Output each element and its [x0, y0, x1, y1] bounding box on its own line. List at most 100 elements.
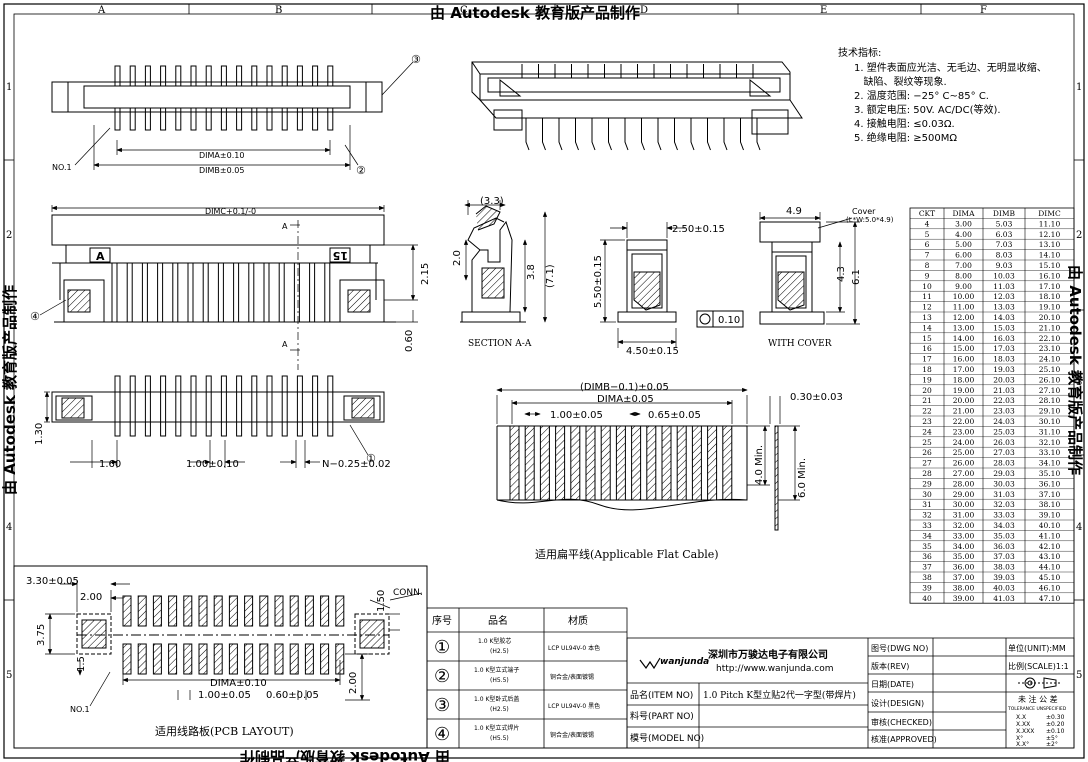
bottom-pin	[312, 375, 319, 437]
dim-table-cell: 26.03	[993, 438, 1015, 447]
bottom-pin	[160, 375, 167, 437]
front-h-060: 0.60	[404, 330, 415, 352]
dim-table-cell: 30.10	[1039, 417, 1061, 426]
dim-table-cell: 18.10	[1039, 292, 1061, 301]
dim-table-cell: 10.00	[953, 292, 975, 301]
callout-1: ①	[366, 452, 376, 465]
row-label: 5	[1076, 670, 1082, 681]
front-pin	[293, 262, 300, 323]
pcb-pad	[244, 595, 254, 627]
top-pin	[281, 107, 288, 131]
iso-pin	[641, 118, 645, 151]
dim-table-cell: 35	[922, 542, 932, 551]
dim-table-cell: 33.10	[1039, 448, 1061, 457]
bottom-pin-width: N−0.25±0.02	[322, 459, 391, 470]
dim-table-cell: 18.03	[993, 355, 1015, 364]
dim-table-cell: 42.10	[1039, 542, 1061, 551]
top-dim-a: DIMA±0.10	[199, 151, 244, 160]
dim-table-cell: 6.00	[955, 251, 972, 260]
title-block-text: wanjunda 深圳市万骏达电子有限公司 http://www.wanjund…	[630, 643, 1069, 748]
section-mark-top: A	[282, 222, 288, 231]
dim-table-cell: 28	[922, 469, 932, 478]
col-label: E	[820, 5, 827, 16]
dim-table-cell: 11	[922, 292, 932, 301]
top-pin	[327, 107, 334, 131]
cover-w49: 4.9	[786, 206, 802, 217]
bom-header: 品名	[488, 614, 508, 627]
top-pin	[144, 107, 151, 131]
specs-line: 5. 绝缘电阻: ≥500MΩ	[854, 131, 957, 144]
top-view	[51, 65, 383, 131]
front-pin	[172, 262, 179, 323]
dim-table-cell: 14.03	[993, 313, 1015, 322]
top-pin	[327, 65, 334, 87]
dim-table-cell: 9.00	[955, 282, 972, 291]
top-pin	[190, 107, 197, 131]
iso-view	[471, 61, 803, 151]
col-label: F	[980, 5, 987, 16]
watermark-bottom: 由 Autodesk 教育版产品制作	[240, 748, 450, 762]
iso-pin	[575, 118, 579, 151]
front-pin	[187, 262, 194, 323]
bom-no: ④	[434, 724, 450, 745]
row-label: 3	[1076, 377, 1082, 388]
dim-table-cell: 20.00	[953, 396, 975, 405]
dim-table-cell: 47.10	[1039, 594, 1061, 603]
dim-table-cell: 22.00	[953, 417, 975, 426]
pcb-pad	[289, 643, 299, 675]
cable-min60: 6.0 Min.	[797, 458, 808, 498]
pcb-pad	[168, 643, 178, 675]
dim-table-cell: 38.00	[953, 583, 975, 592]
pcb-d15: 1.5	[76, 656, 87, 672]
top-pin	[129, 65, 136, 87]
top-no1: NO.1	[52, 163, 72, 172]
dim-table-cell: 40.03	[993, 583, 1015, 592]
bottom-pin	[251, 375, 258, 437]
row-label: 2	[1076, 230, 1082, 241]
dim-table-cell: 40	[922, 594, 932, 603]
top-pin	[205, 107, 212, 131]
dim-table-cell: 15	[922, 334, 932, 343]
col-label: C	[460, 5, 468, 16]
dim-table-cell: 10.03	[993, 271, 1015, 280]
dim-table-cell: 11.03	[993, 282, 1015, 291]
company-name: 深圳市万骏达电子有限公司	[708, 648, 828, 661]
front-view	[51, 214, 396, 323]
check-label: 审核(CHECKED)	[871, 717, 932, 727]
bottom-dim-130: 1.30	[34, 423, 45, 445]
top-pin	[251, 65, 258, 87]
side-flatness: 0.10	[718, 315, 740, 326]
bom-table	[426, 607, 628, 749]
dim-table-cell: 22.03	[993, 396, 1015, 405]
pcb-d200b: 2.00	[348, 672, 359, 694]
tol-val: ±5°	[1046, 735, 1058, 742]
bottom-pin	[190, 375, 197, 437]
dim-table-cell: 14	[922, 323, 932, 332]
company-logo: wanjunda	[639, 657, 709, 670]
tol-key: X.XXX	[1016, 728, 1034, 735]
dim-table-cell: 31.00	[953, 511, 975, 520]
dim-table-cell: 27.00	[953, 469, 975, 478]
pcb-pad	[122, 643, 132, 675]
front-h-215: 2.15	[420, 263, 431, 285]
row-label: 1	[1076, 82, 1082, 93]
bottom-view-dims	[44, 391, 369, 468]
dim-table-cell: 12.03	[993, 292, 1015, 301]
dim-table-cell: 25.00	[953, 448, 975, 457]
iso-pin	[674, 118, 678, 151]
side-w450: 4.50±0.15	[626, 346, 679, 357]
dim-table-cell: 37	[922, 563, 932, 572]
rev-label: 版本(REV)	[871, 661, 909, 671]
top-pin	[160, 107, 167, 131]
col-label: A	[97, 5, 106, 16]
dim-table-cell: 21.10	[1039, 323, 1061, 332]
